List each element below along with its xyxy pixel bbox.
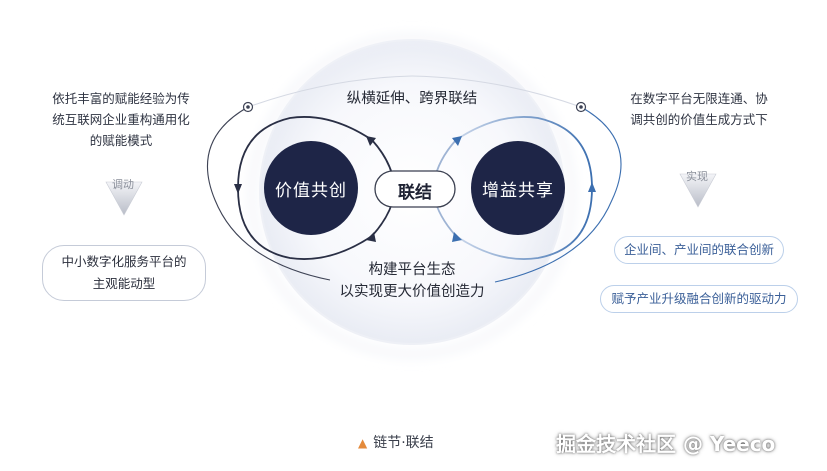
- left-intro-text: 依托丰富的赋能经验为传 统互联网企业重构通用化 的赋能模式: [46, 88, 196, 151]
- arrowhead-bottom-right: [452, 232, 462, 242]
- left-circle-label: 价值共创: [275, 181, 347, 201]
- background-glow-ring: [249, 35, 575, 357]
- down-arrow-left: [105, 181, 143, 216]
- right-circle-label: 增益共享: [482, 181, 554, 201]
- right-intro-line: 在数字平台无限连通、协: [630, 91, 768, 106]
- right-pill-joint-innovation: 企业间、产业间的联合创新: [614, 236, 784, 264]
- arrowhead-top-left: [366, 136, 376, 146]
- center-bottom-line: 以实现更大价值创造力: [339, 284, 485, 300]
- right-pill-driving-force: 赋予产业升级融合创新的驱动力: [600, 285, 798, 313]
- left-pill-box: 中小数字化服务平台的 主观能动型: [42, 245, 206, 301]
- arrowhead-left-loop: [234, 184, 242, 194]
- hub-pill: [374, 170, 456, 208]
- left-intro-line: 的赋能模式: [89, 133, 153, 148]
- right-intro-line: 调共创的价值生成方式下: [630, 112, 768, 127]
- left-arrow-label: 调动: [112, 178, 134, 191]
- footer-caption: ▲ 链节·联结: [358, 432, 434, 452]
- center-bottom-line: 构建平台生态: [368, 262, 456, 278]
- arrowhead-bottom-left: [366, 232, 376, 242]
- right-intro-text: 在数字平台无限连通、协 调共创的价值生成方式下: [624, 88, 774, 130]
- outer-arc-left-top: [247, 75, 413, 108]
- hub-label: 联结: [398, 183, 432, 203]
- left-pill-line: 主观能动型: [92, 276, 156, 291]
- left-pill-line: 中小数字化服务平台的: [61, 254, 187, 269]
- left-intro-line: 统互联网企业重构通用化: [52, 112, 190, 127]
- center-top-label: 纵横延伸、跨界联结: [346, 91, 478, 107]
- triangle-icon: ▲: [358, 436, 368, 450]
- arrowhead-right-loop: [588, 182, 596, 192]
- outer-arc-left: [206, 106, 331, 281]
- arrowhead-top-right: [452, 136, 462, 146]
- outer-arc-right-top: [411, 75, 582, 108]
- footer-caption-text: 链节·联结: [373, 435, 434, 451]
- down-arrow-right: [679, 173, 717, 208]
- right-arrow-label: 实现: [686, 170, 708, 183]
- center-bottom-text: 构建平台生态 以实现更大价值创造力: [318, 259, 506, 303]
- watermark: 掘金技术社区 @ Yeeco: [556, 432, 776, 456]
- left-intro-line: 依托丰富的赋能经验为传: [52, 91, 190, 106]
- left-circle-value-cocreation: [264, 141, 358, 235]
- outer-arc-right: [494, 106, 622, 283]
- right-circle-gain-sharing: [471, 141, 565, 235]
